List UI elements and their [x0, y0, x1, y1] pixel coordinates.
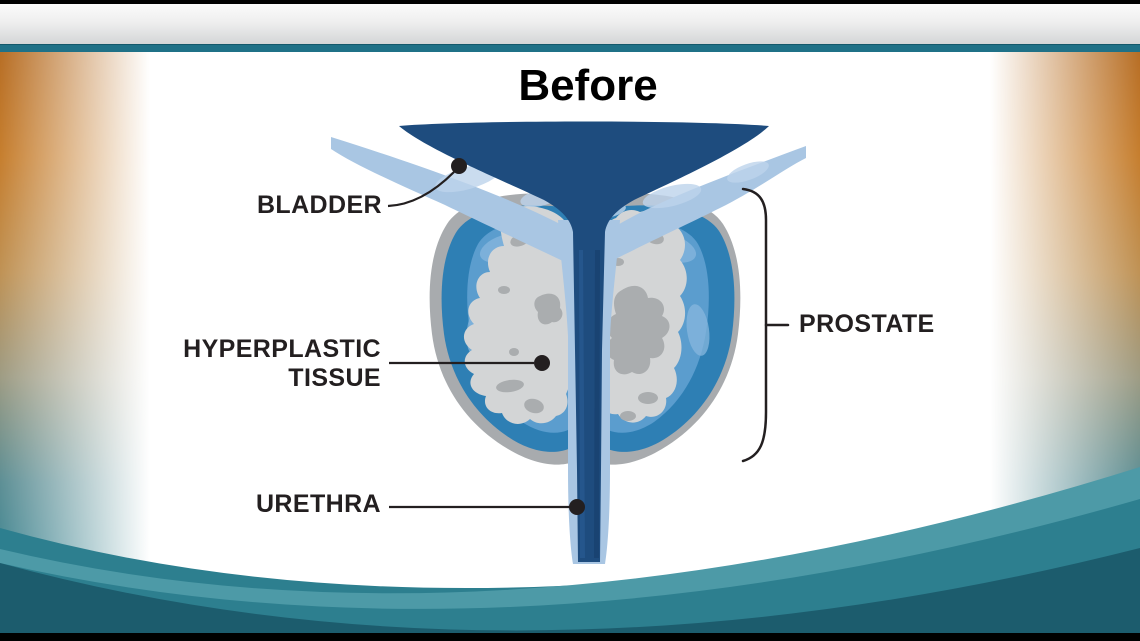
bottom-black-bar: [0, 633, 1140, 641]
hyperplastic-tissue-label-line2: TISSUE: [288, 364, 381, 392]
swoosh-dark-band: [0, 548, 1140, 633]
prostate-bracket: [741, 187, 790, 463]
slide-content-area: Before BLADDER HYPERPLASTIC TISSUE URETH…: [0, 52, 1140, 633]
prostate-label: PROSTATE: [799, 310, 935, 338]
urethra-label: URETHRA: [255, 490, 381, 518]
hyperplastic-tissue-label-line1: HYPERPLASTIC: [183, 335, 381, 363]
anatomy-illustration: [0, 52, 1140, 633]
bladder-label: BLADDER: [256, 191, 382, 219]
label-dots: [451, 158, 585, 515]
top-gray-strip: [0, 4, 1140, 44]
urethra-tube-shadow: [594, 250, 600, 558]
bladder-label-dot: [451, 158, 467, 174]
bottom-swoosh: [0, 467, 1140, 633]
bladder-shape: [399, 121, 769, 562]
top-teal-divider: [0, 44, 1140, 52]
urethra-tube-highlight: [579, 250, 585, 558]
hyperplastic-tissue-label: HYPERPLASTIC TISSUE: [183, 335, 381, 393]
label-leader-lines: [387, 171, 570, 509]
swoosh-light-band: [0, 467, 1140, 609]
slide-title: Before: [518, 61, 658, 110]
urethra-label-dot: [569, 499, 585, 515]
hyperplastic-label-dot: [534, 355, 550, 371]
bladder-leader-line: [387, 171, 455, 208]
